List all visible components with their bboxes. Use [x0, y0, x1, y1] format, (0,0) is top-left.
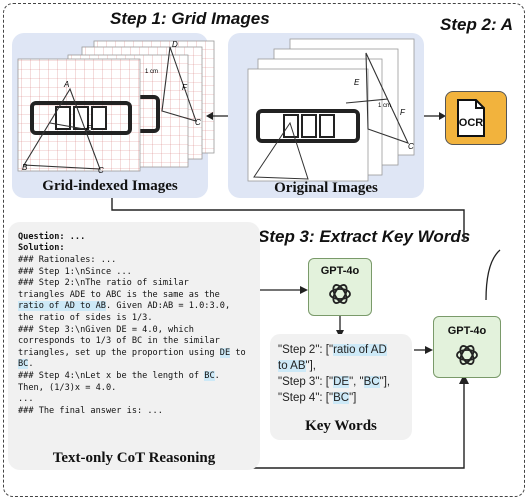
text-segment: "] [349, 392, 357, 404]
openai-icon [456, 345, 478, 365]
original-images-caption: Original Images [274, 180, 378, 196]
text-segment: triangles, set up the proportion using [18, 347, 220, 358]
keyword-line: "Step 3": ["DE", "BC"], [278, 374, 410, 390]
cot-line: ### Rationales: ... [18, 255, 258, 267]
text-segment: ### Step 4:\nLet x be the length of [18, 370, 205, 381]
cot-line: ### Step 1:\nSince ... [18, 267, 258, 279]
cot-line: ### Step 4:\nLet x be the length of BC. [18, 370, 258, 383]
step1-title: Step 1: Grid Images [110, 9, 270, 28]
cot-line: BC. [18, 359, 258, 371]
gpt4o-label-final: GPT-4o [447, 325, 487, 337]
cot-line: ### Step 2:\nThe ratio of similar [18, 278, 258, 290]
keyword-line: "Step 2": ["ratio of AD [278, 342, 410, 358]
text-segment: "Step 2": [" [278, 344, 334, 356]
ocr-box: OCR [445, 91, 507, 145]
cot-panel: Question: ... Solution: ### Rationales: … [8, 222, 260, 470]
highlighted-text: to AB [278, 360, 306, 372]
highlighted-text: BC [18, 359, 29, 370]
gpt4o-box-step3: GPT-4o [308, 258, 372, 316]
step2-title: Step 2: A [440, 15, 514, 34]
highlighted-text: BC [333, 392, 350, 404]
text-segment: the ratio of sides is 1/3. [18, 312, 153, 323]
grid-images-panel: B A C E D F C 1 cm Grid-indexed Images [12, 33, 215, 198]
orig-label-e: E [354, 78, 360, 87]
text-segment: ### The final answer is: ... [18, 405, 163, 416]
highlighted-text: DE [219, 347, 231, 358]
cot-line: ratio of AD to AB. Given AD:AB = 1.0:3.0… [18, 301, 258, 313]
text-segment: "], [305, 360, 316, 372]
ocr-icon [457, 99, 485, 137]
label-c-front: C [98, 166, 104, 175]
step3-title: Step 3: Extract Key Words [258, 227, 471, 246]
orig-label-f: F [400, 108, 406, 117]
label-b: B [22, 163, 28, 172]
highlighted-text: BC [204, 370, 215, 381]
highlighted-text: DE [333, 376, 350, 388]
orig-label-c: C [408, 142, 414, 151]
text-segment: ### Rationales: ... [18, 255, 117, 265]
highlighted-text: ratio of AD [333, 344, 387, 356]
text-segment: . [28, 359, 34, 370]
text-segment: "Step 3": [" [278, 376, 334, 388]
text-segment: ### Step 2:\nThe ratio of similar [18, 278, 189, 289]
original-images-panel: E F C 1 cm Original Images [228, 33, 424, 198]
cot-line: triangles, set up the proportion using D… [18, 347, 258, 360]
cot-caption: Text-only CoT Reasoning [52, 450, 216, 466]
text-segment: triangles ADE to ABC is the same as the [18, 289, 220, 300]
original-images-illustration: E F C 1 cm [247, 38, 415, 182]
highlighted-text: ratio of AD to AB [18, 301, 106, 312]
arrow-to-grid [206, 112, 228, 120]
cot-line: ### Step 3:\nGiven DE = 4.0, which [18, 325, 258, 337]
text-segment: ### Step 3:\nGiven DE = 4.0, which [18, 324, 194, 335]
label-d: D [172, 40, 178, 49]
cot-line: corresponds to 1/3 of BC in the similar [18, 336, 258, 348]
gpt4o-box-final: GPT-4o [433, 316, 501, 378]
cot-line: the ratio of sides is 1/3. [18, 313, 258, 325]
grid-images-illustration: B A C E D F C 1 cm [17, 40, 215, 175]
orig-label-1cm: 1 cm [378, 103, 391, 109]
cot-line: Then, (1/3)x = 4.0. [18, 383, 258, 395]
text-segment: . [214, 370, 220, 381]
arrow-to-ocr [424, 112, 446, 120]
text-segment: to [230, 347, 246, 358]
text-segment: Then, (1/3)x = 4.0. [18, 382, 117, 393]
grid-images-caption: Grid-indexed Images [42, 178, 178, 194]
text-segment: "Step 4": [" [278, 392, 334, 404]
keyword-line: "Step 4": ["BC"] [278, 390, 410, 406]
cot-question: Question: ... [18, 232, 86, 242]
text-segment: ### Step 1:\nSince ... [18, 266, 132, 277]
cot-line: ... [18, 394, 258, 406]
text-segment: ", " [349, 376, 364, 388]
text-segment: . Given AD:AB = 1.0:3.0, [105, 301, 231, 312]
ocr-label: OCR [458, 117, 484, 129]
label-1cm-grid: 1 cm [145, 69, 158, 75]
openai-icon [329, 284, 351, 304]
label-a: A [63, 80, 69, 89]
text-segment: ... [18, 394, 34, 405]
gpt4o-label: GPT-4o [320, 265, 360, 277]
cot-line: triangles ADE to ABC is the same as the [18, 290, 258, 302]
label-f: F [182, 83, 188, 92]
cot-text: ### Rationales: ...### Step 1:\nSince ..… [18, 255, 258, 417]
highlighted-text: BC [363, 376, 380, 388]
keyword-line: to AB"], [278, 358, 410, 374]
cot-line: ### The final answer is: ... [18, 406, 258, 418]
text-segment: corresponds to 1/3 of BC in the similar [18, 336, 220, 347]
keywords-caption: Key Words [305, 418, 377, 434]
text-segment: "], [379, 376, 391, 388]
label-e-front: E [86, 124, 92, 133]
label-c-back: C [195, 118, 201, 127]
cot-solution: Solution: [18, 243, 65, 253]
